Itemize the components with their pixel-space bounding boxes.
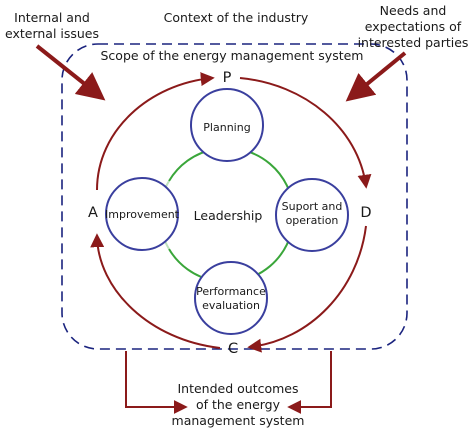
improvement-node — [105, 177, 179, 251]
needs-input-arrow — [345, 51, 407, 102]
check-to-act-arc — [90, 233, 221, 349]
needs-label-line-1: Needs and — [380, 3, 447, 18]
check-letter: C — [228, 341, 238, 357]
do-letter: D — [360, 205, 371, 221]
improvement-label: Improvement — [105, 208, 180, 221]
plan-letter: P — [223, 70, 232, 86]
outcomes-label-line-1: Intended outcomes — [177, 381, 298, 396]
issues-input-arrow — [35, 44, 106, 101]
act-to-plan-arc — [96, 72, 215, 191]
performance-evaluation-label-line-2: evaluation — [202, 299, 260, 312]
plan-to-do-arc — [239, 77, 372, 189]
outcomes-label-line-2: of the energy — [196, 397, 281, 412]
support-operation-label-line-1: Suport and — [282, 200, 343, 213]
issues-label-line-1: Internal and — [14, 10, 90, 25]
performance-evaluation-label-line-1: Performance — [196, 285, 266, 298]
issues-label-line-2: external issues — [5, 26, 99, 41]
needs-label-line-3: interested parties — [358, 35, 469, 50]
needs-label-line-2: expectations of — [365, 19, 462, 34]
scope-boundary — [61, 43, 408, 350]
performance-evaluation-node — [194, 261, 268, 335]
outcomes-left-arrow — [125, 351, 188, 414]
planning-node — [190, 88, 264, 162]
industry-context-label: Context of the industry — [164, 10, 309, 25]
outcomes-label-line-3: management system — [172, 413, 305, 428]
planning-label: Planning — [203, 121, 250, 134]
leadership-label: Leadership — [194, 208, 263, 223]
support-operation-node — [275, 178, 349, 252]
outcomes-right-arrow — [287, 351, 332, 414]
do-to-check-arc — [247, 225, 367, 353]
scope-label: Scope of the energy management system — [101, 48, 364, 63]
act-letter: A — [88, 205, 98, 221]
support-operation-label-line-2: operation — [286, 214, 339, 227]
